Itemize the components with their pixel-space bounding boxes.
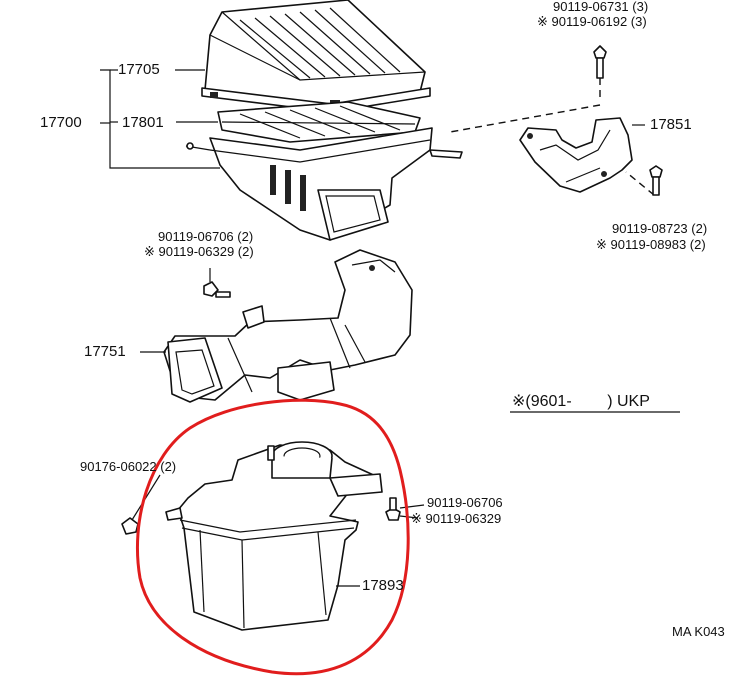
legend-mark-glyph: ※	[596, 237, 607, 252]
fastener-hose-line2-text: 90119-06329 (2)	[158, 244, 254, 259]
air-cleaner-case	[185, 127, 463, 241]
fastener-resonator-line1: 90119-06706	[427, 495, 503, 510]
fastener-nut-left: 90176-06022 (2)	[80, 459, 177, 474]
bracket-side-bolt	[649, 165, 663, 196]
fastener-bracket-line2: ※ 90119-08983 (2)	[596, 238, 706, 252]
fastener-bracket-line2-text: 90119-08983 (2)	[610, 237, 706, 252]
part-label-17700: 17700	[40, 114, 82, 131]
bracket-top-bolt	[593, 45, 607, 79]
legend-text: (9601- ) UKP	[525, 393, 650, 410]
fastener-resonator-line2: ※ 90119-06329	[411, 512, 501, 526]
legend-mark-glyph: ※	[144, 244, 155, 259]
part-label-17851: 17851	[650, 116, 692, 133]
fastener-bracket-line1: 90119-08723 (2)	[612, 221, 708, 236]
fastener-hose-line2: ※ 90119-06329 (2)	[144, 245, 254, 259]
resonator-bolt	[385, 497, 401, 521]
bracket-17851	[519, 117, 633, 193]
legend-mark: ※	[512, 393, 526, 410]
part-label-17705: 17705	[118, 61, 160, 78]
fastener-top-right-line2-text: 90119-06192 (3)	[551, 14, 647, 29]
part-label-17751: 17751	[84, 343, 126, 360]
fastener-resonator-line2-text: 90119-06329	[425, 511, 502, 526]
intake-hose	[163, 249, 413, 403]
highlight-circle	[136, 398, 410, 676]
part-label-17801: 17801	[122, 114, 164, 131]
fastener-top-right-line2: ※ 90119-06192 (3)	[537, 15, 647, 29]
legend: ※(9601- ) UKP	[512, 394, 650, 410]
part-label-17893: 17893	[362, 577, 404, 594]
leader-lines	[100, 69, 680, 587]
fastener-hose-line1: 90119-06706 (2)	[158, 229, 254, 244]
resonator-17893	[165, 441, 383, 631]
legend-mark-glyph: ※	[411, 511, 422, 526]
air-cleaner-cap	[201, 0, 431, 113]
legend-mark-glyph: ※	[537, 14, 548, 29]
hose-bolt	[203, 281, 231, 298]
resonator-nut	[121, 517, 139, 535]
fastener-top-right-line1: 90119-06731 (3)	[553, 0, 649, 14]
diagram-code: MA K043	[672, 624, 725, 639]
bracket-dashed-lead	[449, 104, 601, 133]
